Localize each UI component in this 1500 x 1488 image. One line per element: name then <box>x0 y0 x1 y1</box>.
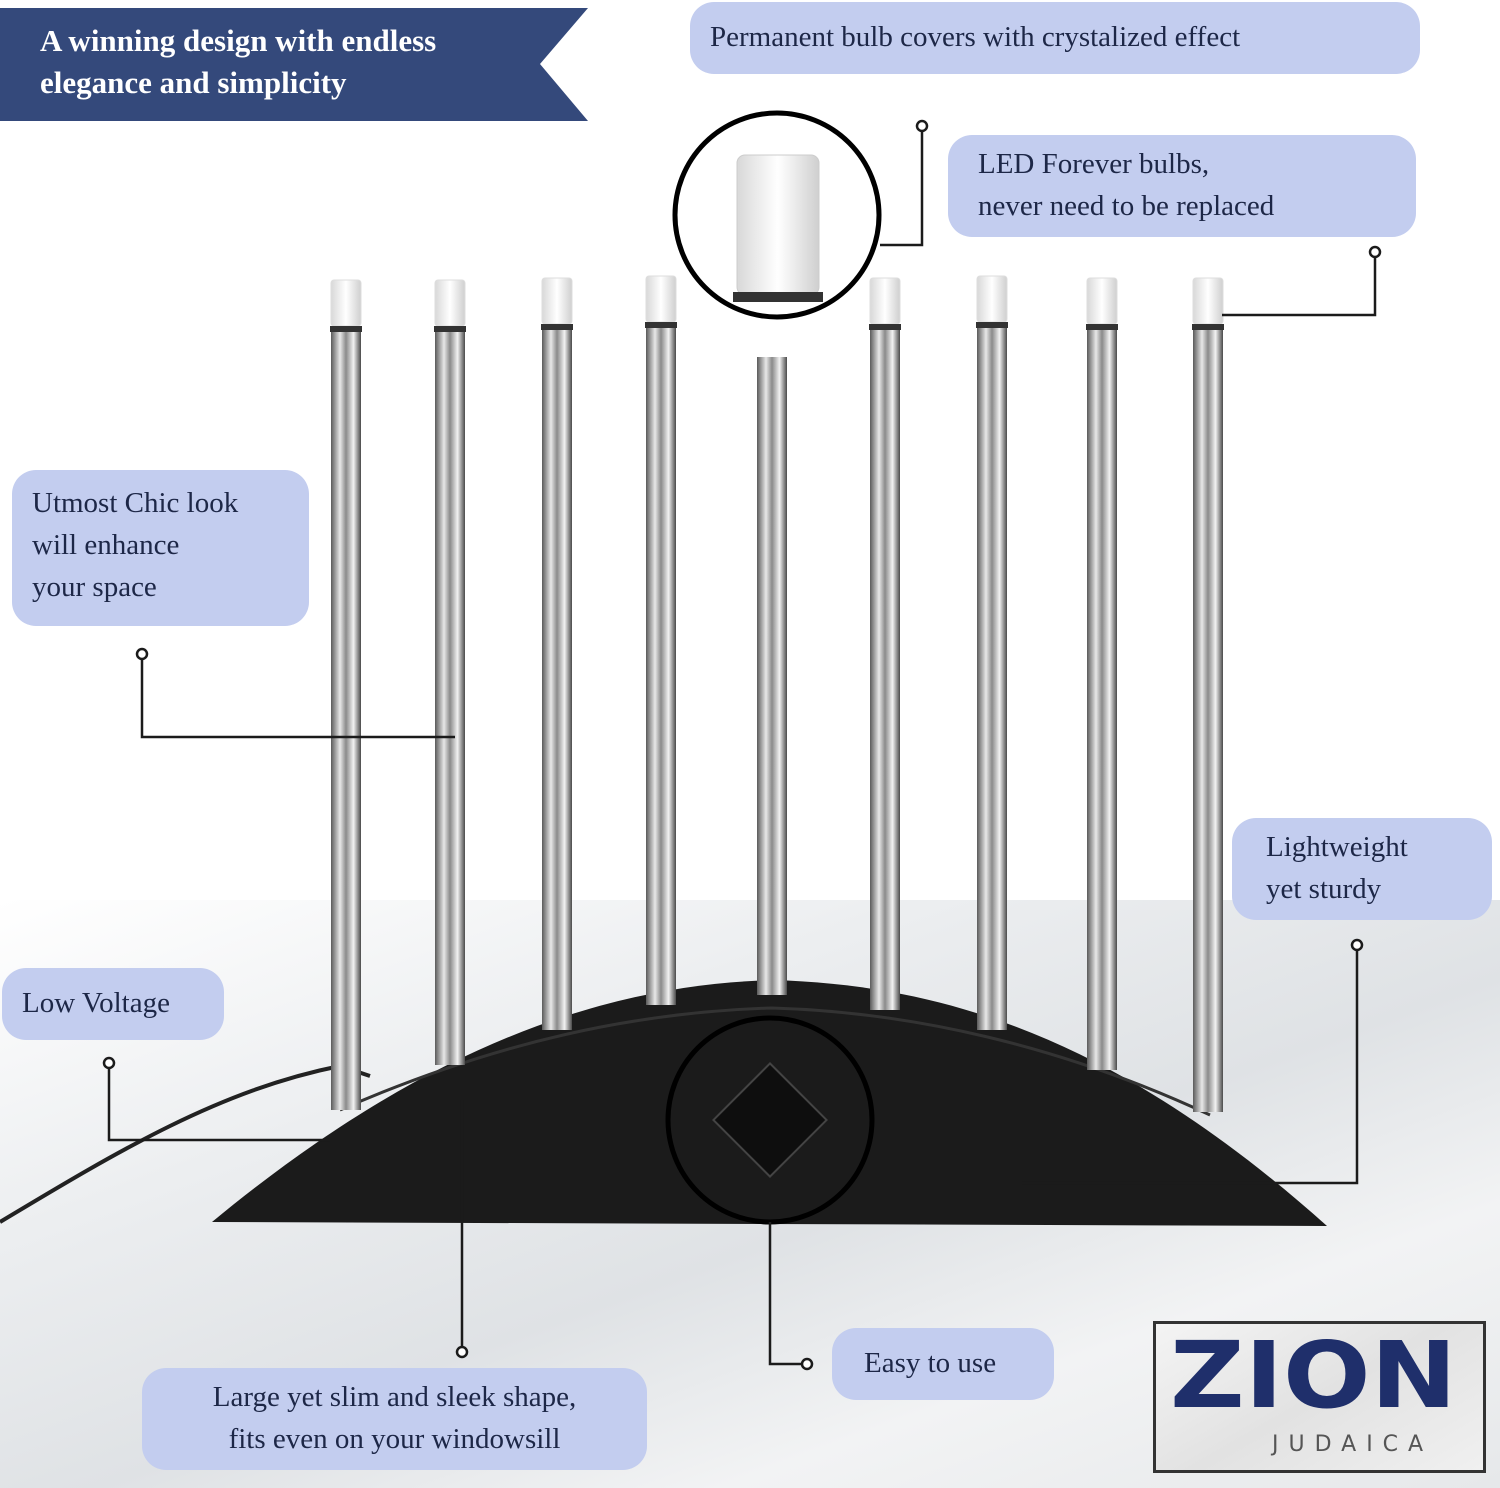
bulb-cover <box>1086 277 1118 325</box>
bulb-ring <box>330 326 362 332</box>
menorah-branch <box>1087 330 1117 1070</box>
bulb-cover <box>434 279 466 327</box>
bulb-ring <box>541 324 573 330</box>
callout-chic-look: Utmost Chic look will enhance your space <box>12 470 309 626</box>
bulb-cover <box>330 279 362 327</box>
callout-bulb-covers: Permanent bulb covers with crystalized e… <box>690 2 1420 74</box>
zion-judaica-logo: ZION JUDAICA <box>1153 1321 1486 1473</box>
callout-lightweight: Lightweight yet sturdy <box>1232 818 1492 920</box>
bulb-cover <box>869 277 901 325</box>
callout-low-voltage: Low Voltage <box>2 968 224 1040</box>
logo-subtitle: JUDAICA <box>1272 1432 1434 1457</box>
menorah-branch <box>646 328 676 1005</box>
bulb-cover <box>1192 277 1224 325</box>
headline-banner <box>0 8 588 121</box>
bulb-ring <box>976 322 1008 328</box>
bulb-ring <box>1086 324 1118 330</box>
bulb-cover <box>541 277 573 325</box>
logo-wordmark: ZION <box>1170 1322 1457 1429</box>
bulb-ring <box>434 326 466 332</box>
menorah-branch <box>542 330 572 1030</box>
callout-easy-to-use: Easy to use <box>832 1328 1054 1400</box>
menorah-branch <box>870 330 900 1010</box>
menorah-branch <box>757 357 787 995</box>
menorah-branch <box>1193 330 1223 1112</box>
bulb-ring <box>869 324 901 330</box>
menorah-branch <box>331 332 361 1110</box>
menorah-branch <box>435 332 465 1065</box>
bulb-cover <box>976 275 1008 323</box>
callout-sleek-shape: Large yet slim and sleek shape, fits eve… <box>142 1368 647 1470</box>
callout-led-bulbs: LED Forever bulbs, never need to be repl… <box>948 135 1416 237</box>
bulb-cover <box>645 275 677 323</box>
headline-text: A winning design with endless elegance a… <box>40 23 437 100</box>
menorah-branch <box>977 328 1007 1030</box>
bulb-ring <box>1192 324 1224 330</box>
bulb-ring <box>645 322 677 328</box>
